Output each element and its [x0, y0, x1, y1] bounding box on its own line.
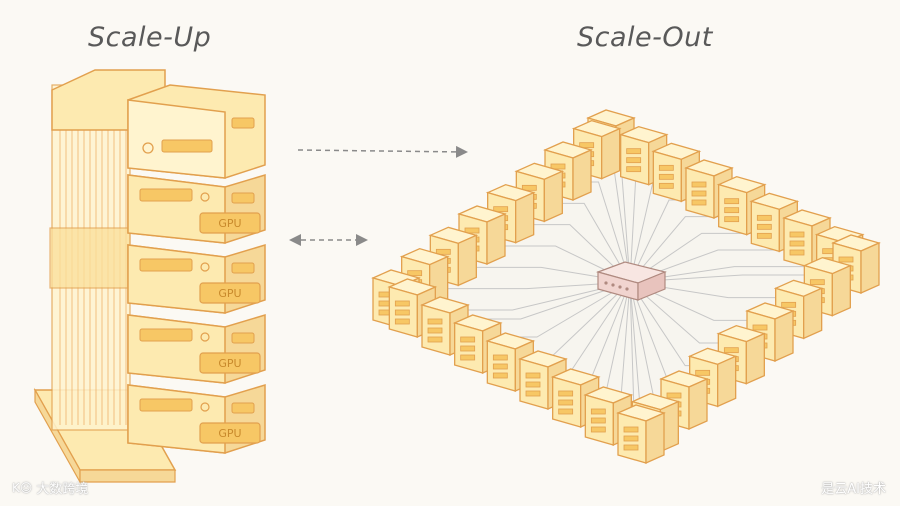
gpu-server-unit: GPU [127, 243, 266, 314]
watermark-right: 是云AI技术 [821, 482, 886, 497]
ring-server [616, 404, 666, 465]
gpu-badge [199, 422, 261, 444]
gpu-label: GPU [218, 427, 241, 440]
arrow-scale-right [297, 145, 468, 158]
watermark-left: K☺ 大数跨境 [12, 478, 89, 498]
gpu-server-unit: GPU [127, 173, 266, 244]
ring-server [618, 125, 669, 186]
network-switch [596, 261, 667, 301]
rack-mid-bracket [49, 227, 131, 289]
gpu-server-unit: GPU [127, 383, 266, 454]
scale-out-title: Scale-Out [577, 22, 713, 53]
gpu-label: GPU [218, 357, 241, 370]
watermark-left-text: 大数跨境 [36, 482, 89, 497]
gpu-badge [199, 282, 261, 304]
watermark-logo-icon: K☺ [12, 480, 33, 495]
scale-out-ring [371, 109, 881, 465]
gpu-badge [199, 352, 261, 374]
scale-up-title: Scale-Up [88, 22, 212, 53]
gpu-label: GPU [218, 217, 241, 230]
gpu-badge [199, 212, 261, 234]
rack-base-front [79, 469, 176, 483]
network-cable [423, 281, 631, 290]
scale-up-rack: GPU GPU GPU GPU [33, 69, 266, 485]
gpu-units: GPU GPU GPU GPU [127, 173, 266, 454]
gpu-label: GPU [218, 287, 241, 300]
rack-top-server [127, 84, 266, 179]
ring-servers [371, 109, 881, 465]
gpu-server-unit: GPU [127, 313, 266, 384]
